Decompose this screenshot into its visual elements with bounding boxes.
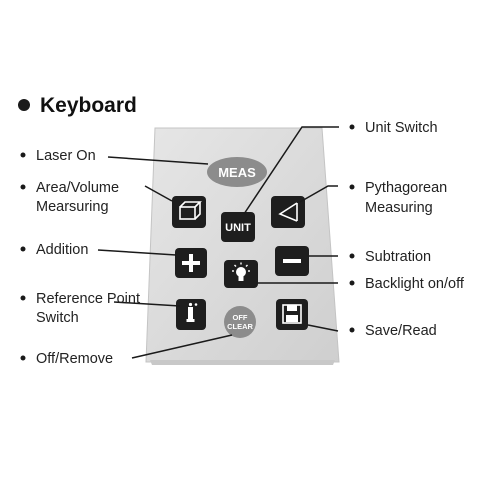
off-clear-key[interactable]: OFF CLEAR xyxy=(224,306,256,338)
callout-area-volume-line1: Area/Volume xyxy=(36,180,119,196)
leader-unit-switch xyxy=(243,126,339,215)
page-title: Keyboard xyxy=(40,94,137,117)
area-volume-icon xyxy=(179,201,202,220)
save-icon xyxy=(282,304,302,324)
leader-save-read xyxy=(307,324,339,332)
callout-area-volume-line2: Mearsuring xyxy=(36,199,109,215)
callout-laser-on: Laser On xyxy=(36,148,96,164)
callout-pythagorean-line1: Pythagorean xyxy=(365,180,447,196)
callout-unit-switch: Unit Switch xyxy=(365,120,438,136)
leader-off-remove xyxy=(131,334,233,359)
leader-reference xyxy=(113,301,181,307)
callout-bullets xyxy=(20,124,355,361)
keypad-bottom-edge xyxy=(150,360,335,365)
addition-key[interactable] xyxy=(175,248,207,278)
reference-point-icon xyxy=(186,302,198,322)
callout-subtration: Subtration xyxy=(365,249,431,265)
unit-key[interactable]: UNIT xyxy=(221,212,255,242)
callout-reference-line1: Reference Point xyxy=(36,291,140,307)
unit-key-label: UNIT xyxy=(225,222,251,234)
lightbulb-icon xyxy=(232,262,250,281)
callout-save-read: Save/Read xyxy=(365,323,437,339)
meas-key[interactable]: MEAS xyxy=(207,157,267,187)
heading-bullet xyxy=(18,99,30,111)
backlight-key[interactable] xyxy=(224,260,258,288)
pythagorean-key[interactable] xyxy=(271,196,305,228)
leader-lines xyxy=(97,126,339,359)
triangle-icon xyxy=(278,202,298,222)
callout-addition: Addition xyxy=(36,242,88,258)
leader-area-volume xyxy=(144,185,173,202)
off-key-label-line1: OFF xyxy=(233,313,248,322)
leader-laser-on xyxy=(107,156,209,165)
callout-reference-line2: Switch xyxy=(36,310,79,326)
callout-backlight: Backlight on/off xyxy=(365,276,465,292)
leader-addition xyxy=(97,249,177,256)
plus-icon xyxy=(182,254,200,272)
reference-point-key[interactable] xyxy=(176,299,206,330)
leader-pythagorean xyxy=(299,185,338,203)
off-key-label-line2: CLEAR xyxy=(227,322,253,331)
callout-off-remove: Off/Remove xyxy=(36,351,113,367)
area-volume-key[interactable] xyxy=(172,196,206,228)
save-read-key[interactable] xyxy=(276,299,308,330)
callout-pythagorean-line2: Measuring xyxy=(365,200,433,216)
subtraction-key[interactable] xyxy=(275,246,309,276)
meas-key-label: MEAS xyxy=(218,165,256,180)
